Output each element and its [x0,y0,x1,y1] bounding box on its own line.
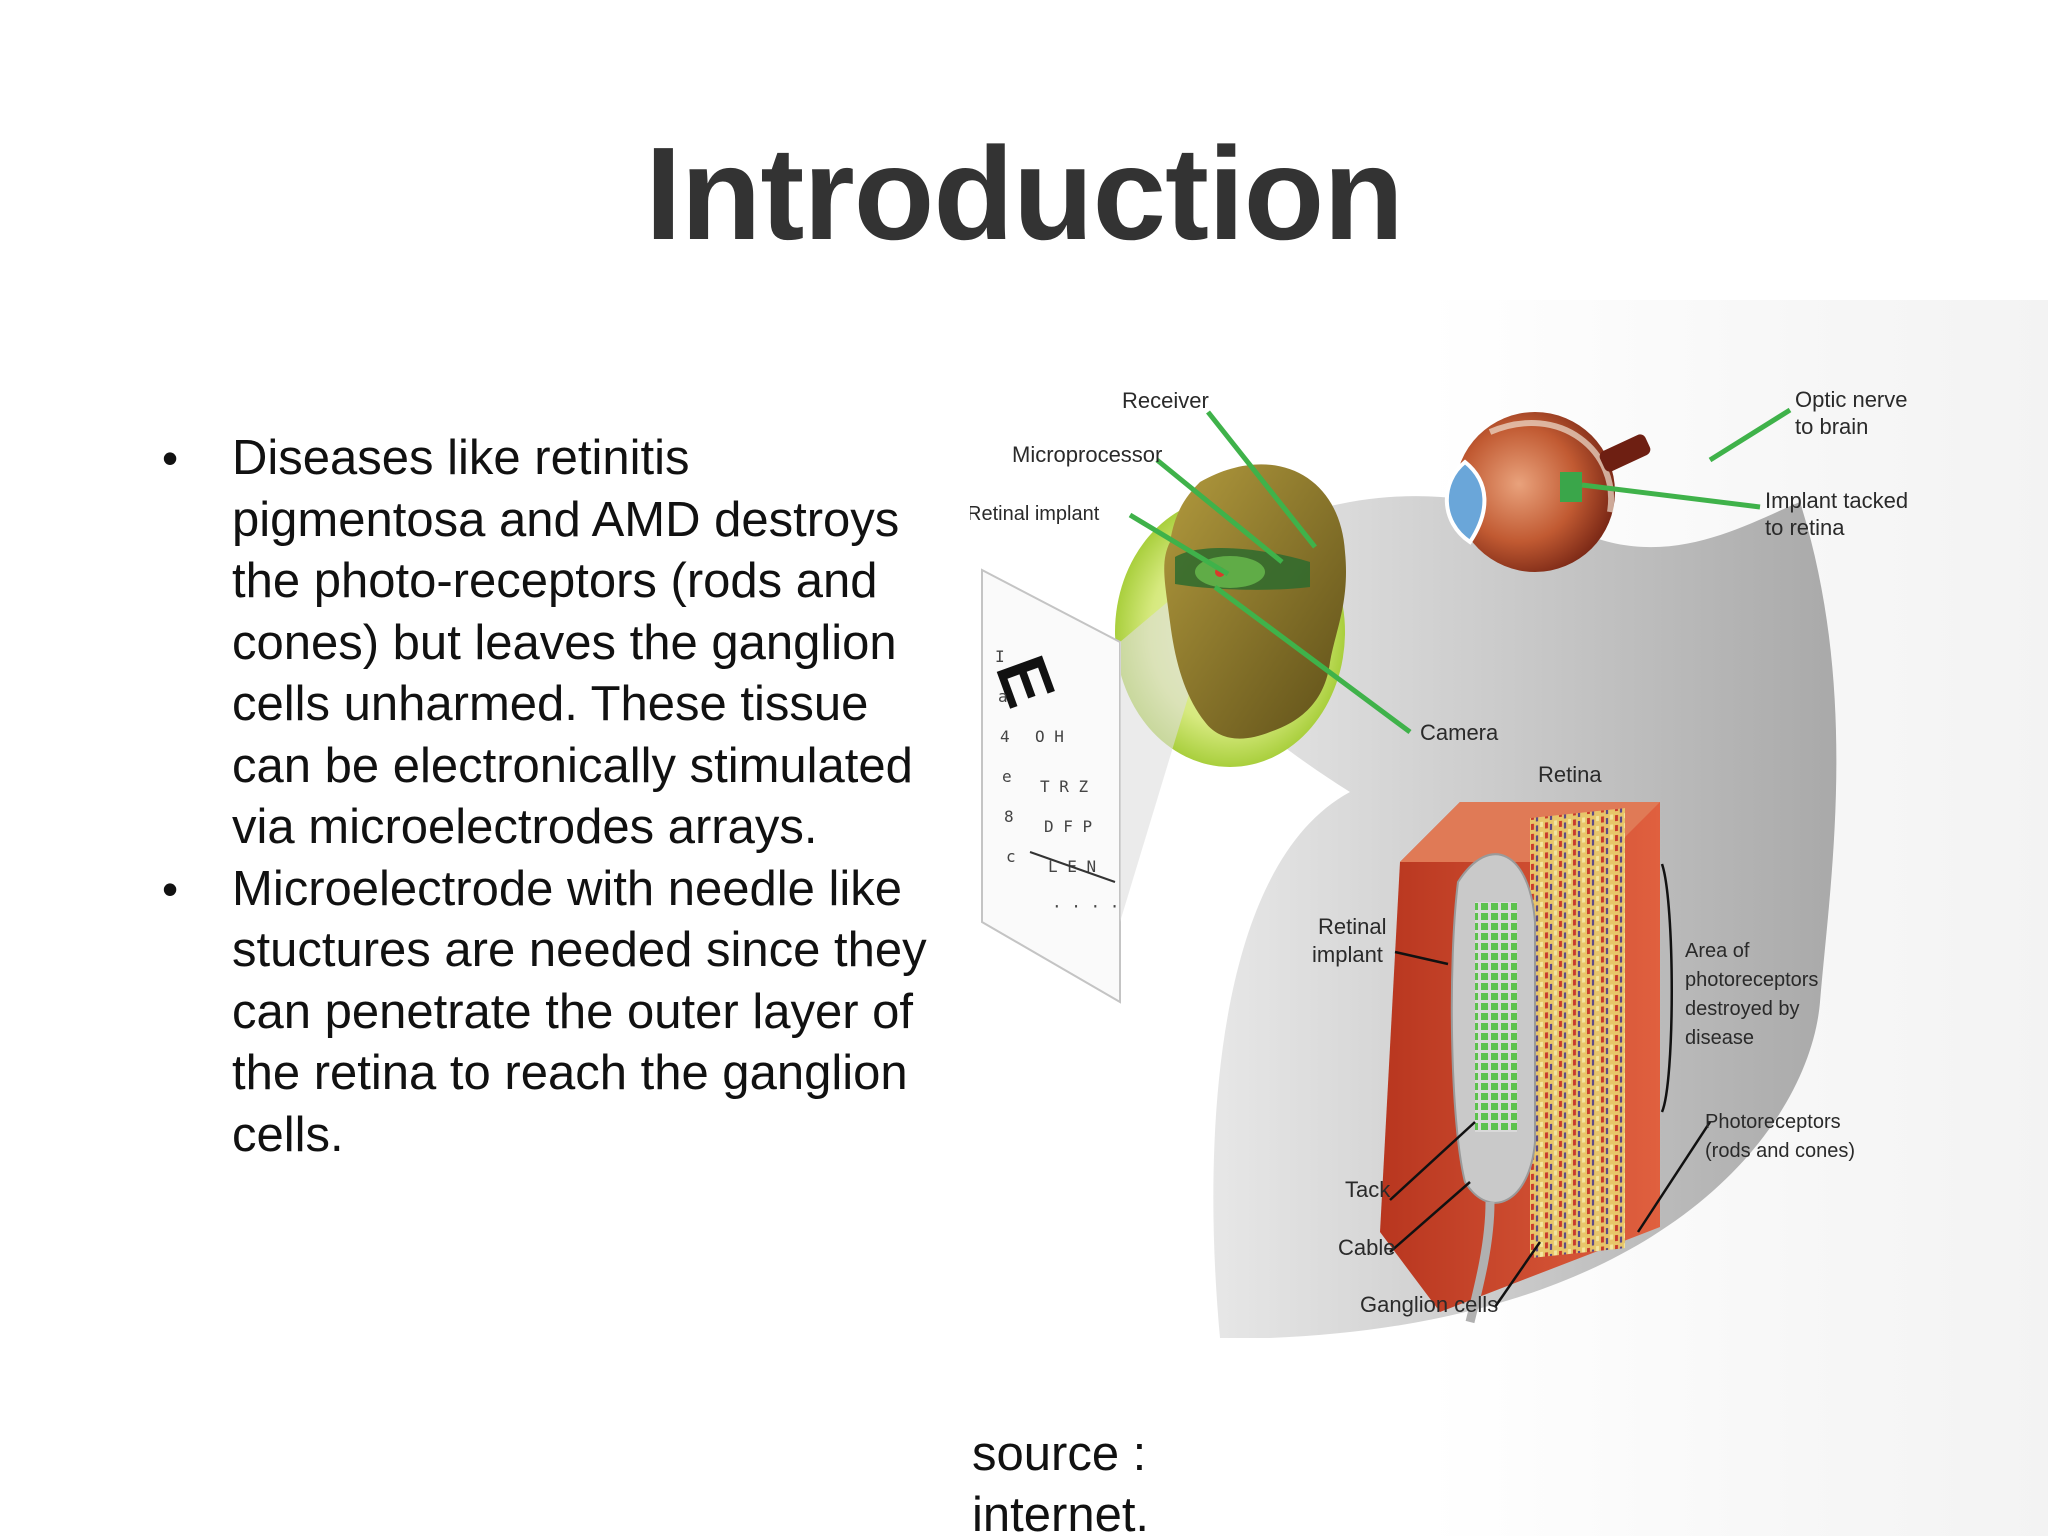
bullet-line: can penetrate the outer layer of [232,984,913,1039]
label-photoreceptors: Photoreceptors [1705,1111,1841,1133]
bullet-icon: • [162,862,179,915]
label-area-disease: disease [1685,1027,1754,1049]
source-line: internet. [972,1488,1150,1536]
svg-text:4: 4 [1000,727,1010,746]
label-ganglion-cells: Ganglion cells [1360,1292,1498,1317]
eyeball-illustration [1444,412,1651,572]
head-illustration [1164,464,1347,739]
label-retinal-implant-block: Retinal [1318,914,1386,939]
bullet-line: can be electronically stimulated [232,738,913,793]
label-area-destroyed: destroyed by [1685,998,1800,1020]
slide-title: Introduction [645,120,1404,267]
label-retina: Retina [1538,762,1602,787]
eye-chart: E Ia4 e8c O HT R ZD F P L E N· · · · [981,568,1121,1004]
pointer-lines [1128,407,1792,735]
label-area-photoreceptors: photoreceptors [1685,969,1818,991]
retina-cross-section [1380,802,1660,1324]
label-optic-nerve: Optic nerve [1795,387,1908,412]
label-rods-and-cones: (rods and cones) [1705,1140,1855,1162]
bullet-line: Microelectrode with needle like [232,861,902,916]
svg-text:D F P: D F P [1044,817,1092,836]
bullet-line: the photo-receptors (rods and [232,554,878,608]
bullet-line: via microelectrodes arrays. [232,800,818,854]
bullet-item: • Diseases like retinitis pigmentosa and… [150,428,970,859]
label-retinal-implant-block-2: implant [1312,942,1383,967]
bullet-line: pigmentosa and AMD destroys [232,492,900,547]
label-implant-tacked-2: to retina [1765,515,1845,540]
svg-text:· · · ·: · · · · [1052,897,1119,916]
bullet-item: • Microelectrode with needle like stuctu… [150,859,970,1167]
svg-text:c: c [1006,847,1016,866]
label-camera: Camera [1420,720,1499,745]
label-receiver: Receiver [1122,388,1209,413]
bullet-line: cones) but leaves the ganglion [232,615,897,670]
label-optic-nerve-2: to brain [1795,414,1868,439]
bullet-list: • Diseases like retinitis pigmentosa and… [150,428,970,1188]
bullet-line: stuctures are needed since they [232,923,927,977]
bullet-icon: • [162,432,179,484]
label-retinal-implant: Retinal implant [970,503,1100,525]
label-tack: Tack [1345,1177,1391,1202]
svg-text:T R Z: T R Z [1040,777,1089,796]
bullet-line: cells unharmed. These tissue [232,677,869,731]
label-microprocessor: Microprocessor [1012,442,1162,467]
svg-text:I: I [995,647,1005,666]
bullet-line: the retina to reach the ganglion [232,1046,908,1100]
label-implant-tacked: Implant tacked [1765,488,1908,513]
leader-lines [1389,863,1712,1308]
svg-text:8: 8 [1004,807,1014,826]
bullet-line: cells. [232,1107,344,1162]
bullet-line: Diseases like retinitis [232,431,690,485]
svg-text:a: a [998,687,1008,706]
svg-text:O H: O H [1035,727,1064,746]
source-line: source : [972,1427,1147,1481]
retinal-implant-diagram: E Ia4 e8c O HT R ZD F P L E N· · · · [970,362,1930,1338]
label-area-of: Area of [1685,940,1750,962]
label-cable: Cable [1338,1235,1395,1260]
svg-text:e: e [1002,767,1012,786]
source-note: source : internet. [972,1424,1272,1536]
